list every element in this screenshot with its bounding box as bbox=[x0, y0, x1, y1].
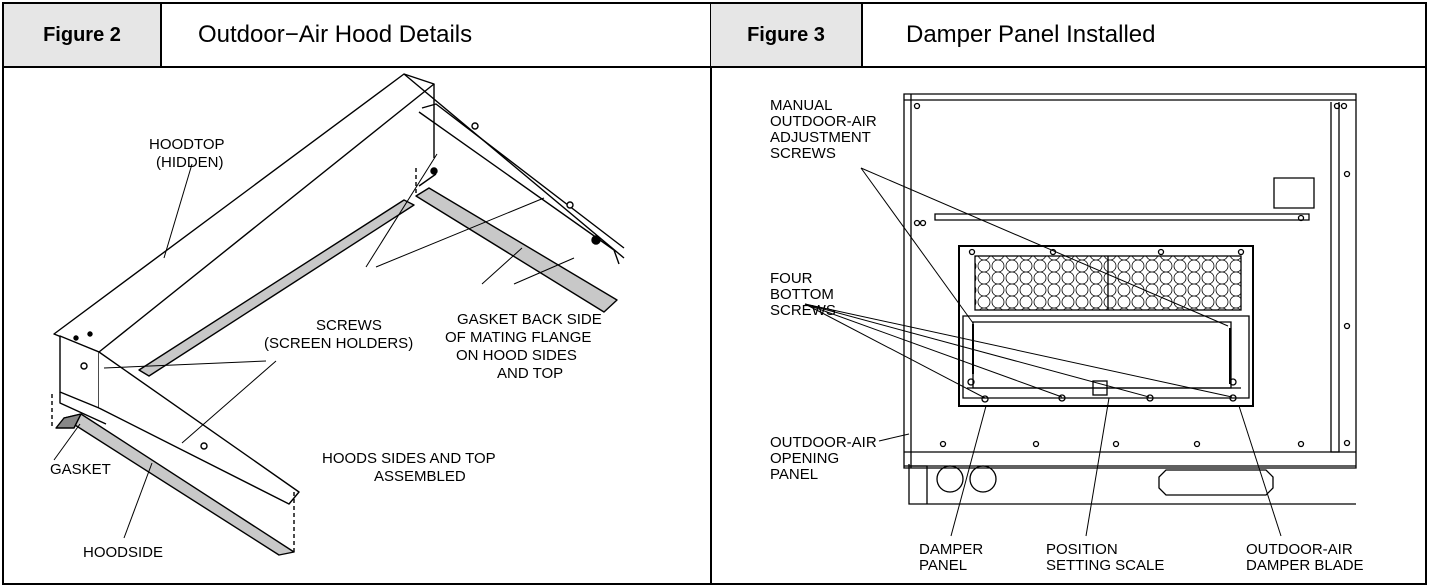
label-screws: SCREWS bbox=[316, 317, 382, 334]
figure-3-tag: Figure 3 bbox=[711, 4, 863, 66]
figure-2-labels: HOODTOP (HIDDEN) SCREWS (SCREEN HOLDERS)… bbox=[50, 136, 602, 561]
label-gasket-back-2: OF MATING FLANGE bbox=[445, 329, 591, 346]
label-gasket-back-4: AND TOP bbox=[497, 365, 563, 382]
figure-2-header: Figure 2 Outdoor−Air Hood Details bbox=[4, 4, 710, 68]
figure-3-title: Damper Panel Installed bbox=[906, 21, 1156, 48]
label-position-1: POSITION bbox=[1046, 541, 1118, 558]
label-opening-3: PANEL bbox=[770, 466, 818, 483]
damper-diagram: MANUAL OUTDOOR-AIR ADJUSTMENT SCREWS FOU… bbox=[770, 93, 1364, 574]
label-damper-panel-1: DAMPER bbox=[919, 541, 983, 558]
label-hood-top: HOODTOP bbox=[149, 136, 225, 153]
label-assembled-1: HOODS SIDES AND TOP bbox=[322, 450, 496, 467]
label-screen-holders: (SCREEN HOLDERS) bbox=[264, 335, 413, 352]
label-opening-2: OPENING bbox=[770, 450, 839, 467]
label-gasket-back-1: GASKET BACK SIDE bbox=[457, 311, 602, 328]
label-gasket-back-3: ON HOOD SIDES bbox=[456, 347, 577, 364]
label-manual-4: SCREWS bbox=[770, 145, 836, 162]
label-manual-1: MANUAL bbox=[770, 97, 833, 114]
figure-2-tag: Figure 2 bbox=[4, 4, 162, 66]
label-four-3: SCREWS bbox=[770, 302, 836, 319]
figure-3-labels: MANUAL OUTDOOR-AIR ADJUSTMENT SCREWS FOU… bbox=[770, 97, 1364, 574]
figure-2-panel: Figure 2 Outdoor−Air Hood Details bbox=[4, 4, 712, 583]
figure-2-leaders bbox=[53, 153, 575, 539]
label-four-2: BOTTOM bbox=[770, 286, 834, 303]
label-four-1: FOUR bbox=[770, 270, 813, 287]
unit-drawing bbox=[903, 93, 1357, 505]
hood-diagram: HOODTOP (HIDDEN) SCREWS (SCREEN HOLDERS)… bbox=[50, 73, 625, 561]
label-position-2: SETTING SCALE bbox=[1046, 557, 1164, 574]
figure-2-title: Outdoor−Air Hood Details bbox=[198, 21, 473, 48]
label-hood-side: HOODSIDE bbox=[83, 544, 163, 561]
label-blade-1: OUTDOOR-AIR bbox=[1246, 541, 1353, 558]
figure-3-leaders bbox=[804, 167, 1282, 537]
label-blade-2: DAMPER BLADE bbox=[1246, 557, 1364, 574]
figure-3-header: Figure 3 Damper Panel Installed bbox=[711, 4, 1425, 68]
label-assembled-2: ASSEMBLED bbox=[374, 468, 466, 485]
label-manual-3: ADJUSTMENT bbox=[770, 129, 871, 146]
label-gasket: GASKET bbox=[50, 461, 111, 478]
label-damper-panel-2: PANEL bbox=[919, 557, 967, 574]
label-hood-top-hidden: (HIDDEN) bbox=[156, 154, 224, 171]
label-opening-1: OUTDOOR-AIR bbox=[770, 434, 877, 451]
figure-3-panel: Figure 3 Damper Panel Installed bbox=[711, 4, 1425, 583]
label-manual-2: OUTDOOR-AIR bbox=[770, 113, 877, 130]
